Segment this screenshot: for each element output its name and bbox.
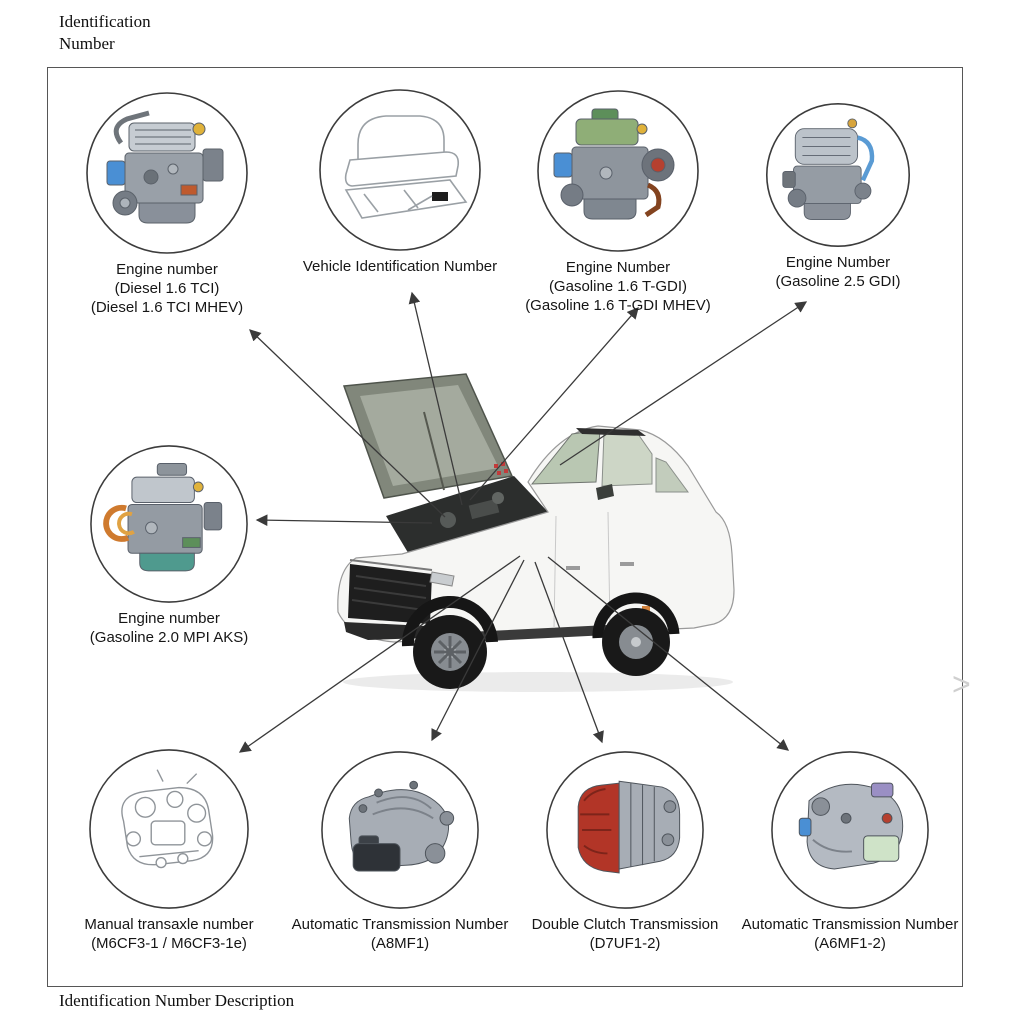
- a6mf1-transmission-photo: [771, 751, 929, 909]
- station-label-line: Automatic Transmission Number: [741, 916, 959, 933]
- station-engine-16-tgdi: Engine Number (Gasoline 1.6 T-GDI) (Gaso…: [525, 89, 711, 315]
- manual-transaxle-drawing: [89, 749, 249, 909]
- station-label-line: Vehicle Identification Number: [302, 258, 498, 275]
- station-at-a6mf1: Automatic Transmission Number (A6MF1-2): [742, 750, 958, 953]
- station-label-line: Engine Number: [785, 254, 891, 271]
- station-label-line: (Gasoline 2.5 GDI): [775, 273, 901, 290]
- station-label-line: (Gasoline 1.6 T-GDI): [548, 278, 688, 295]
- station-manual-transaxle: Manual transaxle number (M6CF3-1 / M6CF3…: [84, 748, 254, 953]
- page-footer-title: Identification Number Description: [59, 991, 295, 1010]
- station-label-line: Automatic Transmission Number: [291, 916, 509, 933]
- station-engine-25-gdi: Engine Number (Gasoline 2.5 GDI): [765, 102, 911, 291]
- vehicle-illustration: [337, 373, 735, 692]
- windshield: [530, 429, 601, 485]
- tgdi-engine-photo: [537, 90, 699, 252]
- a8mf1-transmission-photo: [321, 751, 479, 909]
- station-vin: Vehicle Identification Number: [303, 88, 497, 276]
- diesel-engine-photo: [86, 92, 248, 254]
- station-label-line: Engine number: [118, 610, 220, 627]
- station-engine-20-mpi: Engine number (Gasoline 2.0 MPI AKS): [89, 444, 249, 647]
- vin-location-drawing: [319, 89, 481, 251]
- page-title-line1: Identification: [59, 12, 151, 31]
- station-label-line: (Gasoline 2.0 MPI AKS): [89, 629, 249, 646]
- station-label-line: Engine number: [116, 261, 218, 278]
- station-label-line: (A8MF1): [370, 935, 430, 952]
- station-label-line: (A6MF1-2): [814, 935, 886, 952]
- d7uf1-transmission-photo: [546, 751, 704, 909]
- page-title-line2: Number: [59, 34, 115, 53]
- station-label-line: (M6CF3-1 / M6CF3-1e): [91, 935, 247, 952]
- station-label-line: (Gasoline 1.6 T-GDI MHEV): [525, 297, 711, 314]
- station-label-line: (Diesel 1.6 TCI MHEV): [90, 299, 244, 316]
- station-label-line: (D7UF1-2): [589, 935, 661, 952]
- station-label-line: Double Clutch Transmission: [531, 916, 719, 933]
- station-engine-diesel-16: Engine number (Diesel 1.6 TCI) (Diesel 1…: [85, 91, 249, 317]
- station-dct-d7uf1: Double Clutch Transmission (D7UF1-2): [532, 750, 718, 953]
- station-label-line: Manual transaxle number: [84, 916, 254, 933]
- next-page-chevron[interactable]: >: [952, 666, 971, 702]
- station-at-a8mf1: Automatic Transmission Number (A8MF1): [292, 750, 508, 953]
- mpi20-engine-photo: [90, 445, 248, 603]
- station-label-line: (Diesel 1.6 TCI): [114, 280, 220, 297]
- gdi25-engine-photo: [765, 102, 911, 248]
- station-label-line: Engine Number: [565, 259, 671, 276]
